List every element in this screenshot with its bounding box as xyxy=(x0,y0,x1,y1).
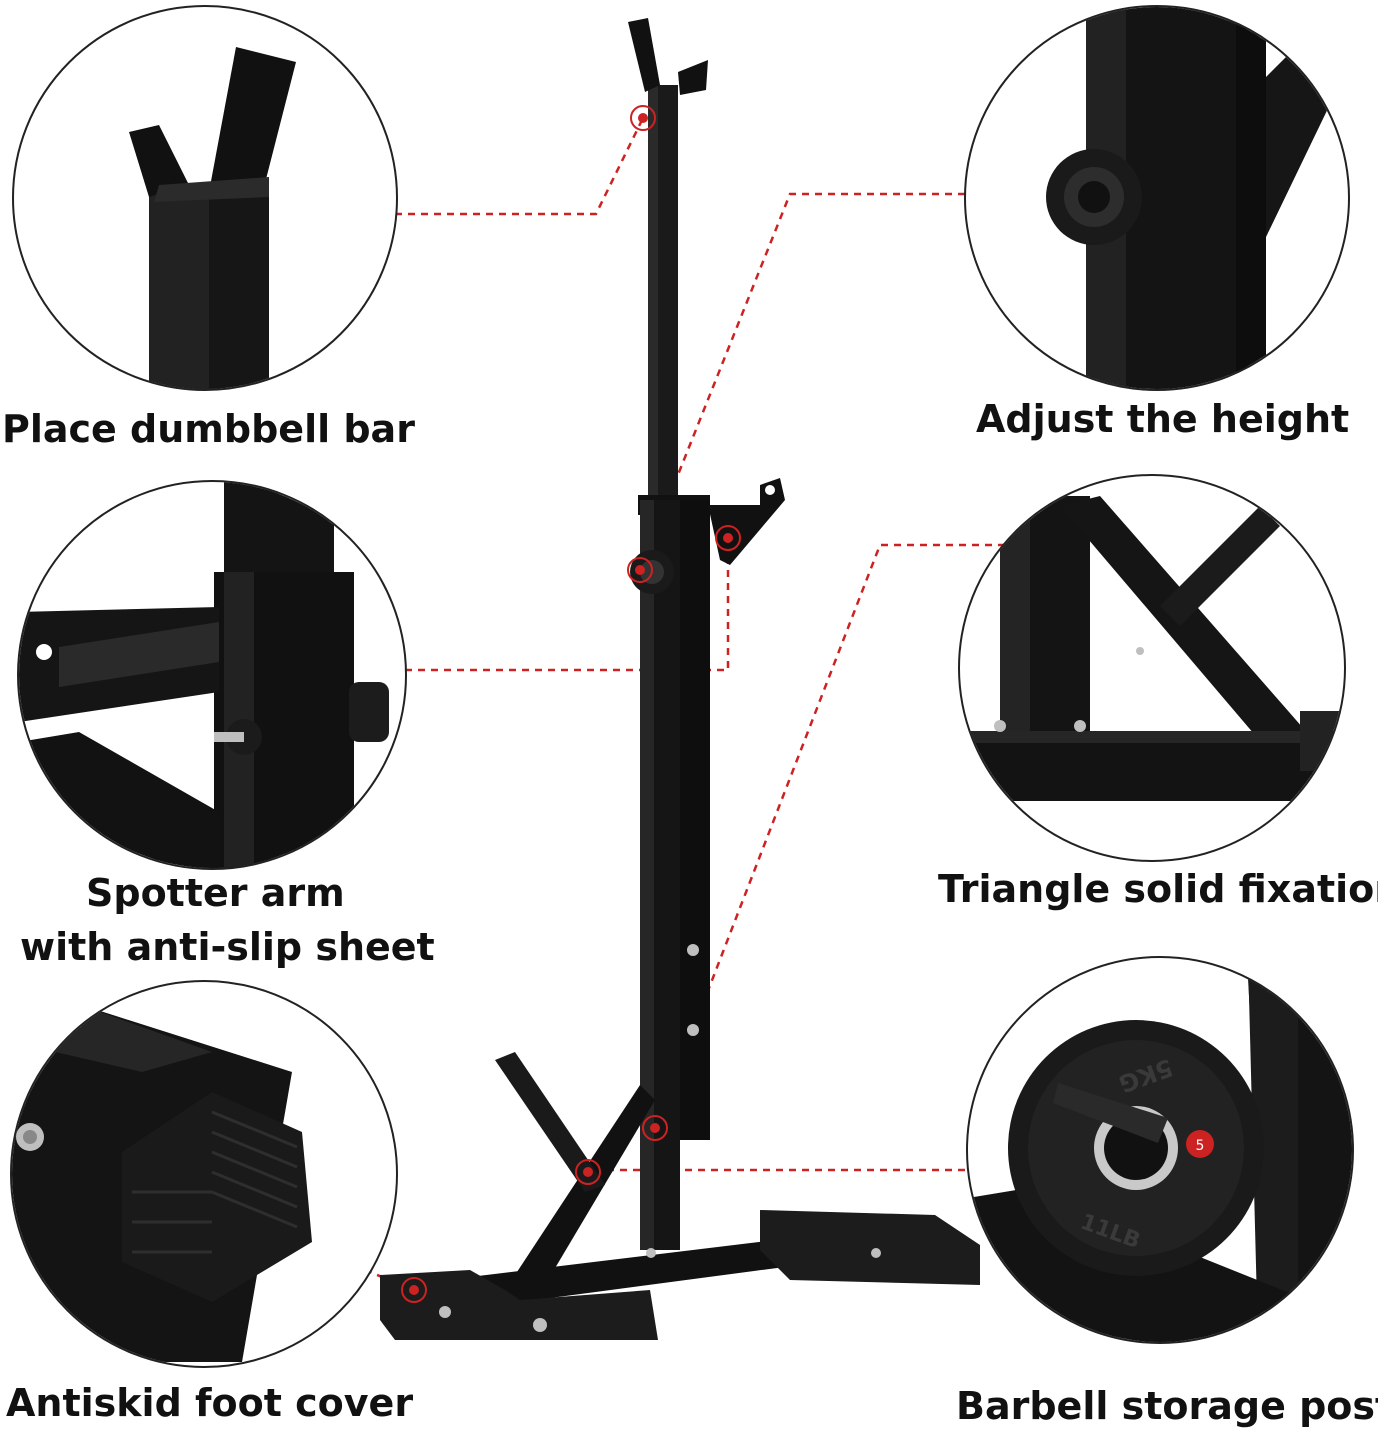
detail-circle-spotter-arm xyxy=(17,480,407,870)
label-triangle-fixation: Triangle solid fixation xyxy=(938,867,1378,911)
label-antiskid-foot: Antiskid foot cover xyxy=(6,1381,414,1425)
detail-circle-barbell-storage: 5 5KG 11LB xyxy=(966,956,1354,1344)
label-barbell-storage: Barbell storage post xyxy=(956,1384,1378,1428)
label-adjust-height: Adjust the height xyxy=(976,397,1350,441)
label-spotter-arm-line2: with anti-slip sheet xyxy=(20,925,435,969)
detail-circle-height-knob xyxy=(964,5,1350,391)
detail-circle-foot-cover xyxy=(10,980,398,1368)
squat-rack-illustration xyxy=(360,0,1000,1360)
label-place-dumbbell-bar: Place dumbbell bar xyxy=(2,407,415,451)
detail-circle-triangle-fixation xyxy=(958,474,1346,862)
weight-badge xyxy=(1186,1130,1214,1158)
weight-badge-text: 5 xyxy=(1196,1138,1205,1154)
detail-circle-saddle xyxy=(12,5,398,391)
label-spotter-arm-line1: Spotter arm xyxy=(86,871,345,915)
